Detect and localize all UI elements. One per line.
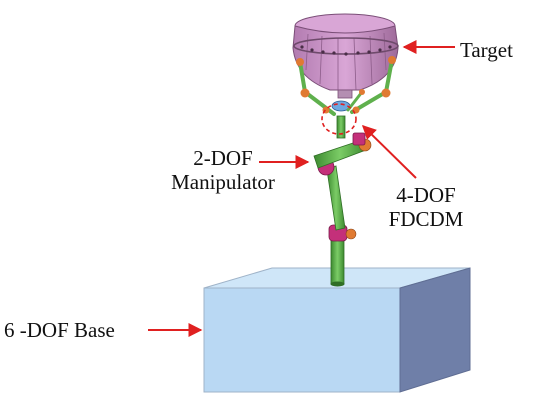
label-fdcdm-line2: FDCDM	[388, 207, 464, 231]
base-front-face	[203, 287, 401, 393]
label-manipulator-line2: Manipulator	[171, 170, 275, 194]
label-manipulator-line1: 2-DOF	[193, 146, 253, 170]
column-foot	[330, 281, 345, 287]
pointer-arrows	[148, 40, 455, 337]
lower-joint-pin	[345, 228, 357, 240]
target-shell	[292, 25, 399, 91]
target-body	[292, 13, 399, 112]
label-target: Target	[460, 38, 513, 62]
wrist-block	[352, 132, 366, 146]
label-fdcdm: 4-DOF FDCDM	[384, 183, 468, 231]
column-link	[330, 235, 345, 285]
lower-diagonal-link	[326, 165, 346, 231]
fdcdm-arrow	[362, 125, 417, 179]
label-fdcdm-line1: 4-DOF	[396, 183, 456, 207]
wrist-link	[336, 115, 346, 139]
label-base: 6 -DOF Base	[4, 318, 115, 342]
label-manipulator: 2-DOF Manipulator	[152, 146, 294, 194]
target-bolts	[300, 45, 392, 56]
base-side-face	[399, 267, 471, 393]
base-box	[203, 267, 471, 393]
target-nozzle	[337, 89, 353, 99]
fdcdm-legs	[296, 56, 396, 116]
fdcdm-highlight-circle	[321, 103, 357, 135]
manipulator-arm	[313, 115, 372, 287]
